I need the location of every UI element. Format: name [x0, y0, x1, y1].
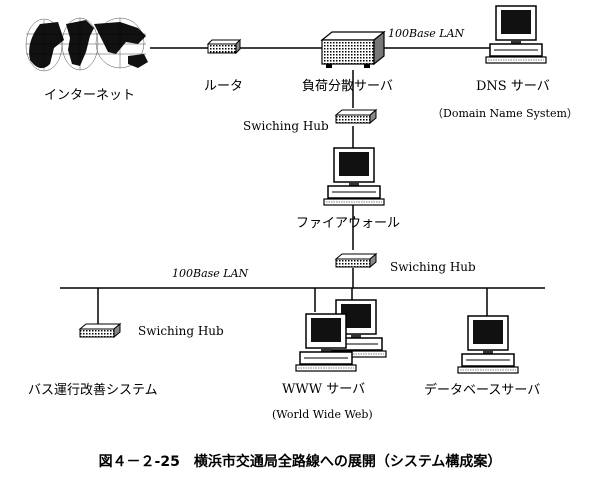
router-icon: [206, 38, 242, 55]
hub-icon-3: [79, 323, 121, 338]
hub-label-2: Swiching Hub: [390, 260, 476, 274]
globe-icon: [25, 17, 148, 72]
www-server-label: WWW サーバ: [282, 382, 366, 397]
firewall-icon: [323, 147, 385, 206]
lan-label-top: 100Base LAN: [388, 27, 465, 40]
dns-server-icon: [485, 5, 547, 64]
hub-label-1: Swiching Hub: [243, 119, 329, 133]
database-server-label: データベースサーバ: [424, 383, 541, 398]
dns-server-sublabel: （Domain Name System）: [432, 107, 578, 120]
dns-server-label: DNS サーバ: [476, 79, 550, 94]
hub-icon-1: [335, 109, 377, 124]
load-balancer-icon: [320, 30, 386, 68]
figure-caption: 図４－２-25 横浜市交通局全路線への展開（システム構成案）: [98, 454, 502, 470]
internet-label: インターネット: [44, 88, 136, 103]
hub-icon-2: [335, 253, 377, 268]
load-balancer-label: 負荷分散サーバ: [302, 79, 393, 94]
router-label: ルータ: [204, 79, 244, 94]
www-server-sublabel: (World Wide Web): [272, 408, 373, 421]
firewall-label: ファイアウォール: [296, 216, 401, 231]
connection-lines: [60, 47, 545, 324]
lan-label-bottom: 100Base LAN: [172, 267, 249, 280]
hub-label-3: Swiching Hub: [138, 324, 224, 338]
database-server-icon: [457, 315, 519, 374]
bus-system-label: バス運行改善システム: [28, 383, 158, 398]
